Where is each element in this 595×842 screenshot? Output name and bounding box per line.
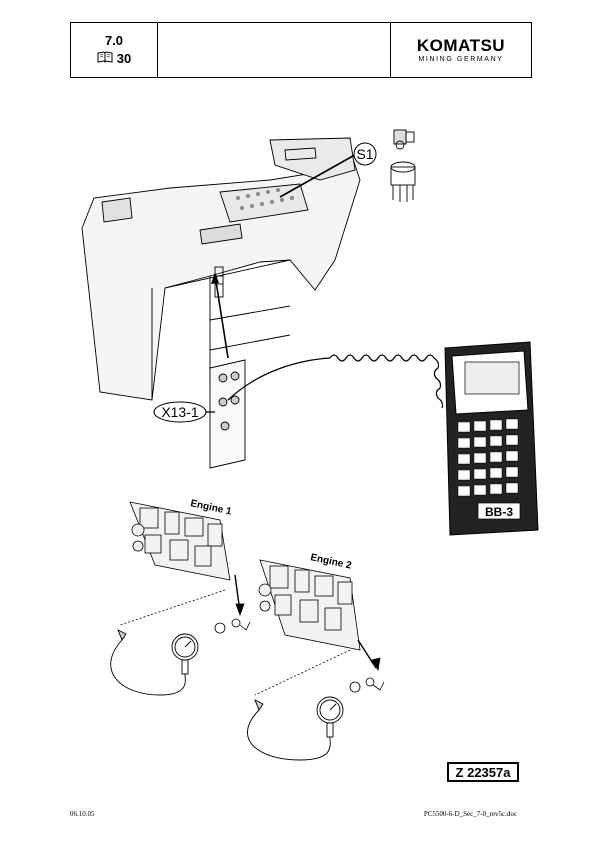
gauge-connections: [119, 574, 385, 696]
engine-2-valve-block: [258, 559, 361, 651]
coiled-cable: [329, 354, 444, 409]
figure-reference: Z 22357a: [447, 762, 519, 782]
page-number: 30: [116, 51, 132, 66]
bb3-label: BB-3: [485, 505, 513, 519]
company-logo: KOMATSU MINING GERMANY: [391, 23, 531, 77]
x13-label: X13-1: [161, 404, 199, 420]
page-header: 7.0 30 KOMATSU MINING GERMANY: [70, 22, 532, 78]
key-switch: [390, 129, 416, 202]
engine-1-valve-block: [129, 501, 231, 581]
logo-text: KOMATSU: [416, 36, 506, 55]
book-icon: [97, 50, 113, 68]
footer-filename: PC5500-6-D_Sec_7-0_rev5c.doc: [423, 810, 517, 818]
section-box: 7.0 30: [71, 23, 158, 77]
header-title-area: [158, 23, 391, 77]
technical-illustration: S1 X13-1: [60, 110, 550, 790]
handheld-terminal: BB-3: [444, 341, 539, 536]
section-number: 7.0: [104, 33, 124, 48]
pressure-gauge-1: [110, 629, 199, 696]
connector-panel: [209, 359, 246, 469]
engine-2-label: Engine 2: [309, 552, 352, 572]
operator-console: [81, 137, 361, 401]
logo-subtitle: MINING GERMANY: [418, 56, 504, 63]
engine-1-label: Engine 1: [189, 498, 232, 518]
pressure-gauge-2: [246, 696, 344, 761]
s1-label: S1: [356, 146, 373, 162]
footer-date: 06.10.05: [70, 810, 95, 818]
